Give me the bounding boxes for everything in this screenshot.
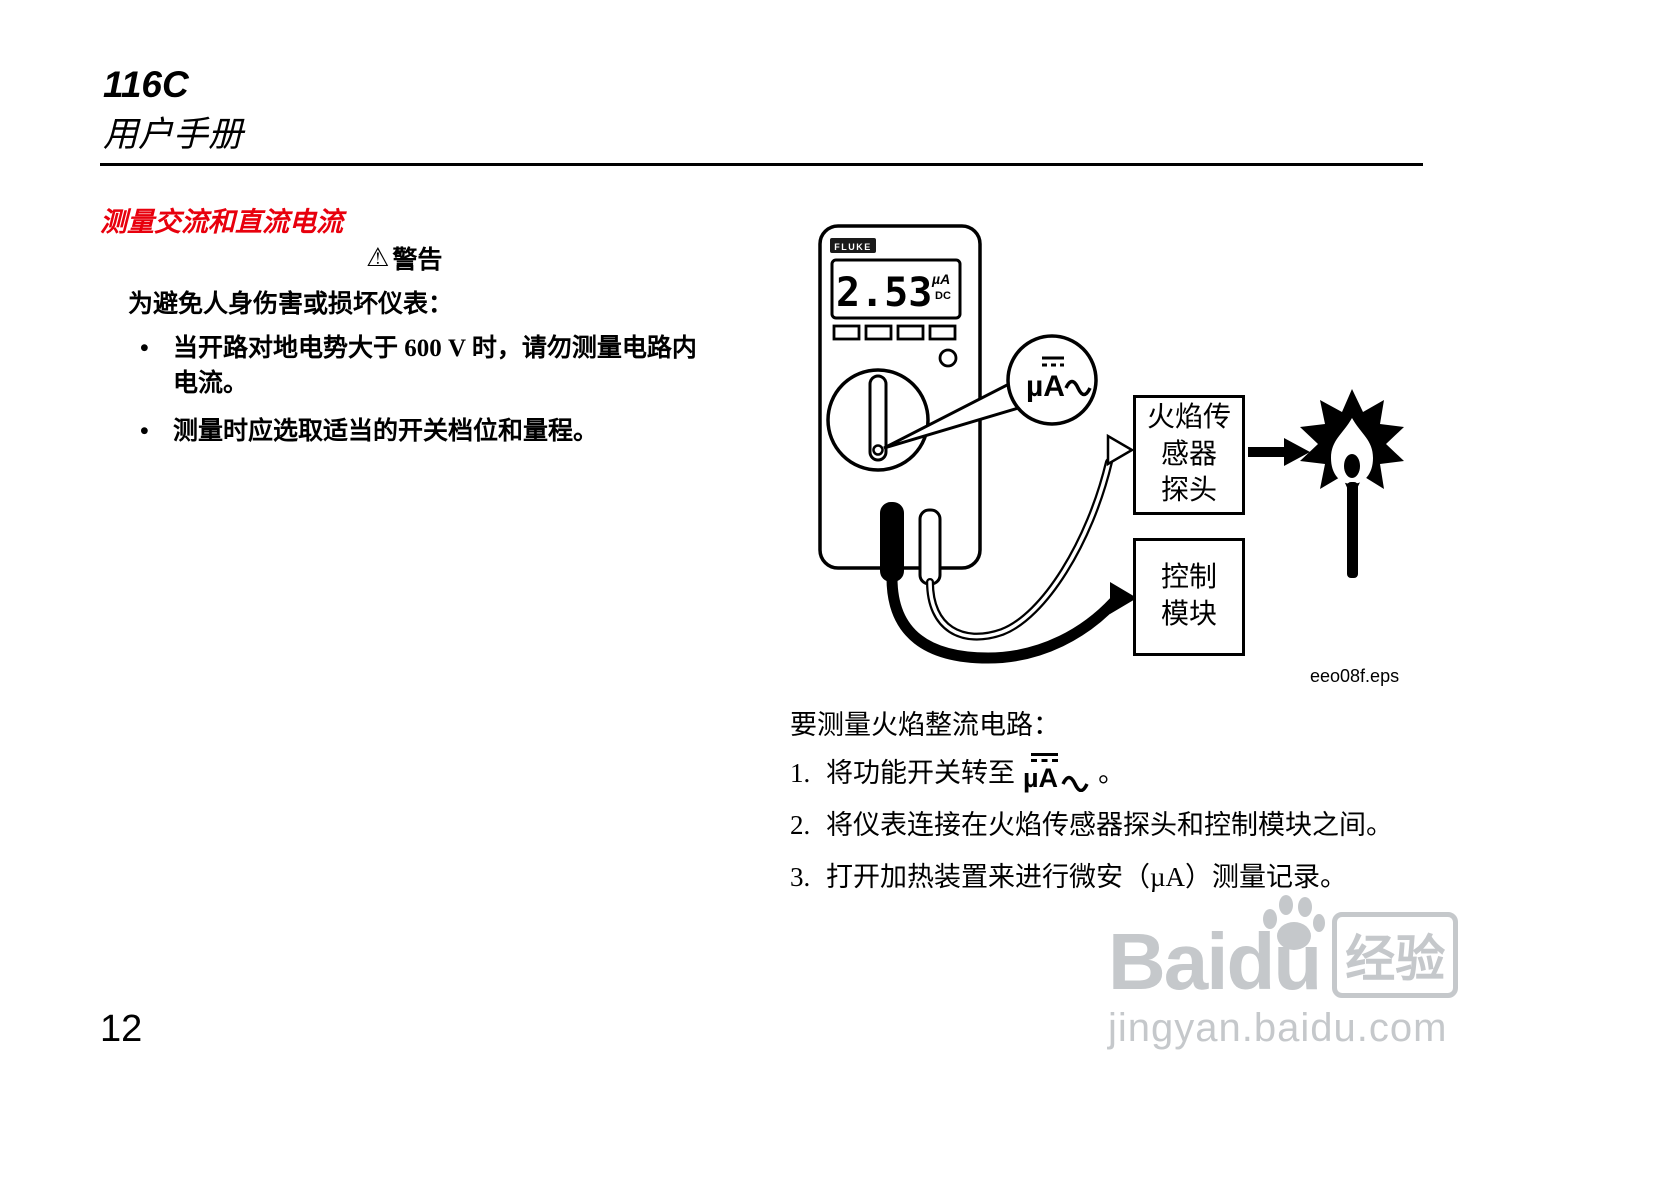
- rotary-dial-icon: [826, 368, 930, 472]
- list-item: • 测量时应选取适当的开关档位和量程。: [140, 415, 701, 450]
- header-divider: [100, 163, 1423, 166]
- bullet-text: 当开路对地电势大于 600 V 时，请勿测量电路内电流。: [173, 335, 697, 397]
- procedure-steps: 1. 将功能开关转至 µA 。 2. 将仪表连接在火焰传感器探头和控制模块之间。…: [790, 752, 1393, 911]
- white-probe-icon: [918, 508, 942, 586]
- warning-label: 警告: [392, 247, 443, 274]
- model-number: 116C: [103, 64, 189, 105]
- bullet-text: 测量时应选取适当的开关档位和量程。: [173, 418, 599, 445]
- box-line: 探头: [1160, 475, 1217, 507]
- ua-symbol-label: µA: [1023, 752, 1059, 792]
- step-text: 将功能开关转至: [826, 758, 1015, 789]
- box-line: 火焰传: [1146, 401, 1231, 433]
- ac-wave-icon: [1061, 775, 1089, 792]
- multimeter-figure: FLUKE 2.53 µA DC: [818, 224, 1404, 664]
- ua-symbol-label: µA: [1026, 370, 1065, 403]
- step-number: 2.: [790, 810, 811, 840]
- lcd-unit-sub: DC: [935, 290, 951, 302]
- warning-bullet-list: • 当开路对地电势大于 600 V 时，请勿测量电路内电流。 • 测量时应选取适…: [140, 332, 701, 464]
- paw-icon: [1263, 895, 1325, 950]
- page-number: 12: [100, 1008, 143, 1050]
- manual-title: 用户手册: [103, 115, 244, 154]
- box-line: 感器: [1160, 438, 1217, 470]
- warning-triangle-icon: ⚠: [366, 243, 390, 273]
- list-item: • 当开路对地电势大于 600 V 时，请勿测量电路内电流。: [140, 332, 701, 401]
- brand-label: FLUKE: [834, 242, 872, 252]
- step-item: 1. 将功能开关转至 µA 。: [790, 752, 1393, 792]
- watermark-url: jingyan.baidu.com: [1108, 1006, 1448, 1050]
- step-text: 。: [1098, 758, 1126, 789]
- step-text: 将仪表连接在火焰传感器探头和控制模块之间。: [826, 810, 1393, 840]
- flame-match-icon: [1300, 389, 1404, 578]
- meter-buttons-icon: [832, 324, 958, 368]
- ac-wave-icon: [1064, 379, 1092, 397]
- step-number: 3.: [790, 861, 811, 892]
- flame-sensor-probe-box: 火焰传 感器 探头: [1133, 395, 1245, 515]
- bullet-icon: •: [140, 418, 149, 445]
- sensor-to-flame-arrow-icon: [1248, 438, 1310, 466]
- bullet-icon: •: [140, 335, 149, 362]
- figure-caption: eeo08f.eps: [1310, 666, 1400, 686]
- box-line: 控制: [1160, 562, 1217, 594]
- baidu-watermark: Baidu 经验 jingyan.baidu.com: [1108, 895, 1468, 1051]
- procedure-intro: 要测量火焰整流电路：: [790, 710, 1060, 740]
- warning-heading: ⚠ 警告: [366, 240, 442, 276]
- step-item: 3. 打开加热装置来进行微安（µA）测量记录。: [790, 860, 1393, 896]
- ua-acdc-symbol: µA: [1023, 752, 1090, 792]
- step-text: 打开加热装置来进行微安（µA）测量记录。: [826, 861, 1348, 892]
- dial-callout: µA: [883, 334, 1098, 450]
- test-leads-icon: [886, 433, 1137, 664]
- control-module-box: 控制 模块: [1133, 538, 1245, 656]
- box-line: 模块: [1160, 599, 1217, 630]
- lcd-unit: µA: [931, 271, 950, 287]
- black-probe-icon: [880, 502, 904, 582]
- watermark-badge: 经验: [1332, 912, 1459, 998]
- section-title: 测量交流和直流电流: [100, 207, 343, 237]
- watermark-logo: Baidu 经验: [1108, 895, 1468, 1002]
- step-number: 1.: [790, 758, 811, 789]
- step-item: 2. 将仪表连接在火焰传感器探头和控制模块之间。: [790, 808, 1393, 844]
- lcd-reading: 2.53: [836, 270, 932, 316]
- warning-intro: 为避免人身伤害或损坏仪表：: [128, 291, 454, 318]
- multimeter-body-icon: FLUKE 2.53 µA DC: [818, 224, 982, 586]
